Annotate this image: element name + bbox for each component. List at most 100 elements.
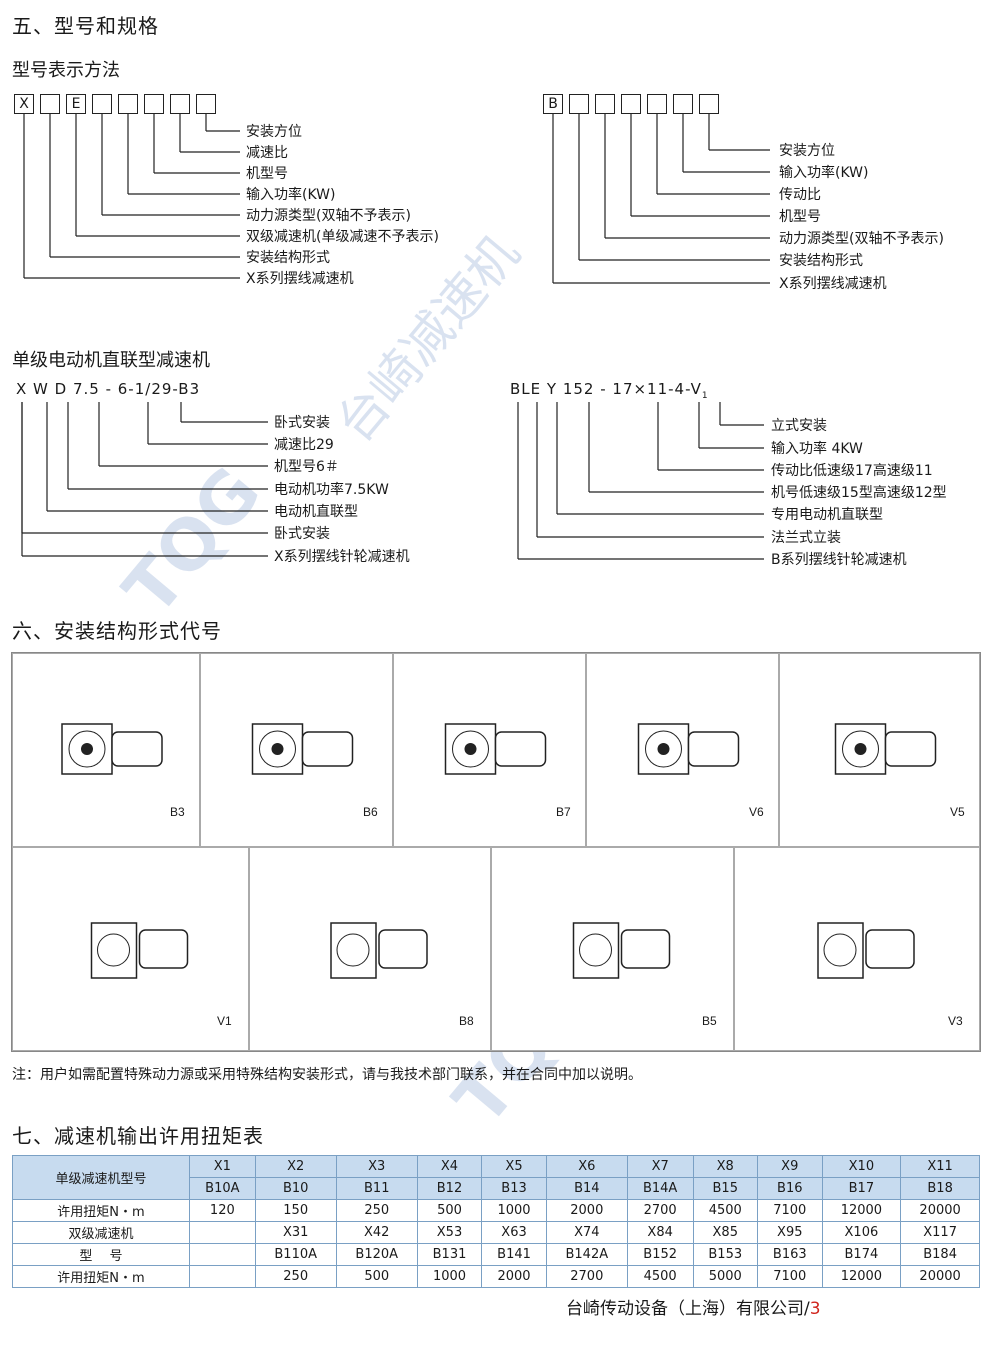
model-box	[699, 94, 719, 114]
table-cell: X42	[335, 1221, 418, 1244]
model-label: B系列摆线针轮减速机	[771, 552, 907, 568]
table-cell: X84	[626, 1221, 694, 1244]
x-model-cell: X10	[821, 1155, 902, 1178]
model-label: 机型号	[246, 166, 288, 182]
model-label: 安装结构形式	[246, 250, 330, 266]
table-cell: B131	[416, 1243, 483, 1266]
model-box	[647, 94, 667, 114]
mounting-code: V3	[948, 1014, 963, 1028]
model-label: 卧式安装	[274, 415, 330, 431]
b-model-cell: B17	[821, 1177, 902, 1200]
x-model-cell: X5	[481, 1155, 547, 1178]
b-model-cell: B18	[900, 1177, 980, 1200]
mounting-code: V5	[950, 805, 965, 819]
model-label: 双级减速机(单级减速不予表示)	[246, 229, 439, 245]
x-model-cell: X1	[189, 1155, 256, 1178]
x-model-cell: X8	[692, 1155, 759, 1178]
model-box	[40, 94, 60, 114]
b-model-cell: B12	[416, 1177, 483, 1200]
gear-reducer-icon	[444, 723, 547, 775]
mounting-cell-v6	[586, 653, 779, 847]
model-label: X系列摆线针轮减速机	[274, 549, 410, 565]
model-label: 机型号	[779, 209, 821, 225]
model-row-label: 型 号	[12, 1243, 190, 1266]
x-model-cell: X2	[254, 1155, 337, 1178]
x-model-cell: X11	[900, 1155, 980, 1178]
x-model-cell: X7	[626, 1155, 694, 1178]
gear-reducer-icon	[251, 723, 354, 775]
section7-title: 七、减速机输出许用扭矩表	[12, 1124, 264, 1148]
single-model-header: 单级减速机型号	[12, 1155, 190, 1200]
section6-note: 注：用户如需配置特殊动力源或采用特殊结构安装形式，请与我技术部门联系，并在合同中…	[12, 1067, 642, 1083]
mounting-code: B8	[459, 1014, 474, 1028]
section5-subtitle: 型号表示方法	[12, 60, 120, 81]
model-box	[144, 94, 164, 114]
model-label: X系列摆线减速机	[246, 271, 354, 287]
table-cell: B142A	[545, 1243, 628, 1266]
mounting-cell-b8	[249, 847, 491, 1051]
x-model-cell: X3	[335, 1155, 418, 1178]
table-cell: X63	[481, 1221, 547, 1244]
model-box	[569, 94, 589, 114]
table-cell: 5000	[692, 1265, 759, 1288]
model-box	[118, 94, 138, 114]
b-model-cell: B10A	[189, 1177, 256, 1200]
gear-reducer-icon	[572, 922, 671, 979]
model-label: 动力源类型(双轴不予表示)	[779, 231, 944, 247]
table-cell: 2000	[545, 1199, 628, 1222]
model-box	[196, 94, 216, 114]
x-model-cell: X4	[416, 1155, 483, 1178]
table-cell: 250	[254, 1265, 337, 1288]
table-cell: 7100	[757, 1199, 823, 1222]
model-label: 减速比	[246, 145, 288, 161]
table-cell: 150	[254, 1199, 337, 1222]
b-model-cell: B13	[481, 1177, 547, 1200]
model-label: 传动比低速级17高速级11	[771, 463, 933, 479]
gear-reducer-icon	[834, 723, 937, 775]
page-number: 3	[809, 1299, 821, 1319]
section6-title: 六、安装结构形式代号	[12, 619, 222, 643]
model-box: B	[543, 94, 563, 114]
table-cell: B174	[821, 1243, 902, 1266]
table-cell	[189, 1221, 256, 1244]
table-cell: 4500	[626, 1265, 694, 1288]
table-cell: 500	[335, 1265, 418, 1288]
gear-reducer-icon	[61, 723, 163, 775]
model-box	[170, 94, 190, 114]
table-cell: 20000	[900, 1199, 980, 1222]
table-cell: 12000	[821, 1265, 902, 1288]
b-model-cell: B11	[335, 1177, 418, 1200]
table-cell: B110A	[254, 1243, 337, 1266]
x-model-cell: X6	[545, 1155, 628, 1178]
table-cell: 2700	[626, 1199, 694, 1222]
model-box: E	[66, 94, 86, 114]
table-cell: X53	[416, 1221, 483, 1244]
torque-row-label-2: 许用扭矩N・m	[12, 1265, 190, 1288]
mounting-cell-v3	[734, 847, 980, 1051]
table-cell: 2000	[481, 1265, 547, 1288]
model-box	[621, 94, 641, 114]
ble-model-code: BLE Y 152 - 17×11-4-V1	[510, 380, 709, 401]
table-cell: X117	[900, 1221, 980, 1244]
table-cell: 4500	[692, 1199, 759, 1222]
table-cell: B163	[757, 1243, 823, 1266]
model-label: 安装结构形式	[779, 253, 863, 269]
table-cell: X31	[254, 1221, 337, 1244]
mounting-code: V6	[749, 805, 764, 819]
model-label: 减速比29	[274, 437, 334, 453]
model-box: X	[14, 94, 34, 114]
model-label: 输入功率(KW)	[779, 165, 869, 181]
mounting-cell-b5	[491, 847, 734, 1051]
model-label: 卧式安装	[274, 526, 330, 542]
table-cell: X106	[821, 1221, 902, 1244]
model-label: 输入功率(KW)	[246, 187, 336, 203]
table-cell: 500	[416, 1199, 483, 1222]
mounting-code: B3	[170, 805, 185, 819]
xwd-model-code: X W D 7.5 - 6-1/29-B3	[16, 380, 201, 398]
table-cell: 1000	[416, 1265, 483, 1288]
model-label: 输入功率 4KW	[771, 441, 863, 457]
table-cell: X95	[757, 1221, 823, 1244]
table-cell: 2700	[545, 1265, 628, 1288]
table-cell: 1000	[481, 1199, 547, 1222]
table-cell: B152	[626, 1243, 694, 1266]
